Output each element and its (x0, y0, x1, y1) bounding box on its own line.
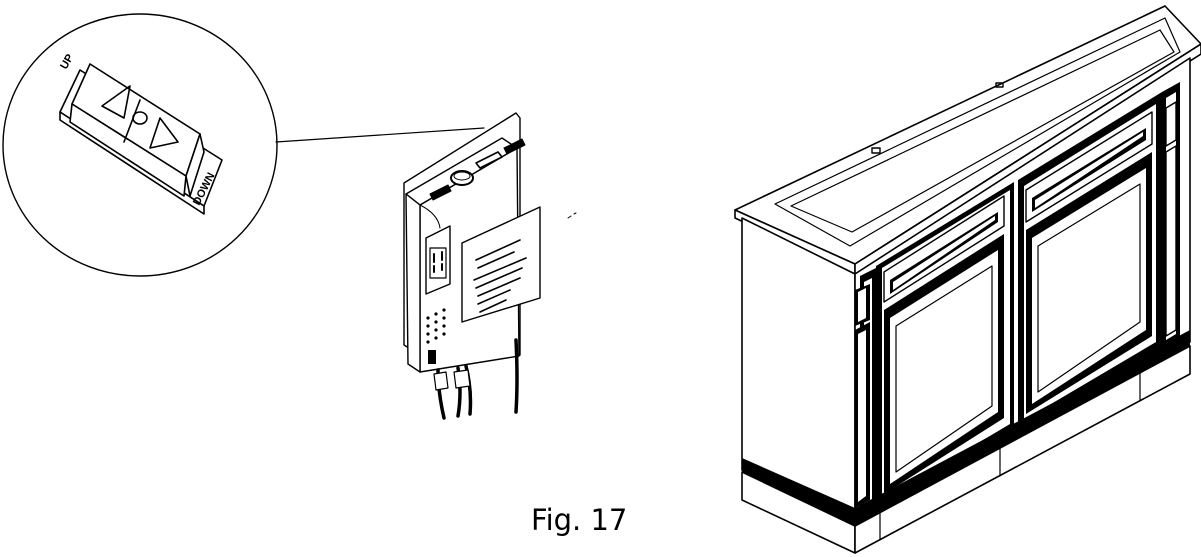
connector-block-icon (475, 151, 503, 169)
box-side (405, 193, 421, 373)
rocker-switch (59, 63, 223, 215)
switch-label-up: UP (58, 52, 76, 71)
leader-line (275, 127, 485, 143)
control-box (403, 112, 541, 420)
power-outlet (425, 225, 451, 295)
figure-caption: Fig. 17 (531, 503, 627, 537)
label-plate (461, 206, 541, 323)
stray-marks (567, 212, 577, 219)
label-text-lines (473, 239, 527, 313)
switch-port-icon (503, 138, 526, 155)
tv-lift-cabinet (734, 5, 1201, 554)
up-arrow-icon (101, 85, 131, 119)
down-arrow-icon (149, 117, 179, 149)
cable-plugs (433, 369, 471, 391)
center-dot-icon (132, 111, 148, 125)
vent-holes (426, 308, 446, 344)
switch-zoom-callout: UP DOWN (2, 13, 485, 277)
zoom-circle (2, 13, 278, 277)
knob-icon (450, 170, 474, 186)
